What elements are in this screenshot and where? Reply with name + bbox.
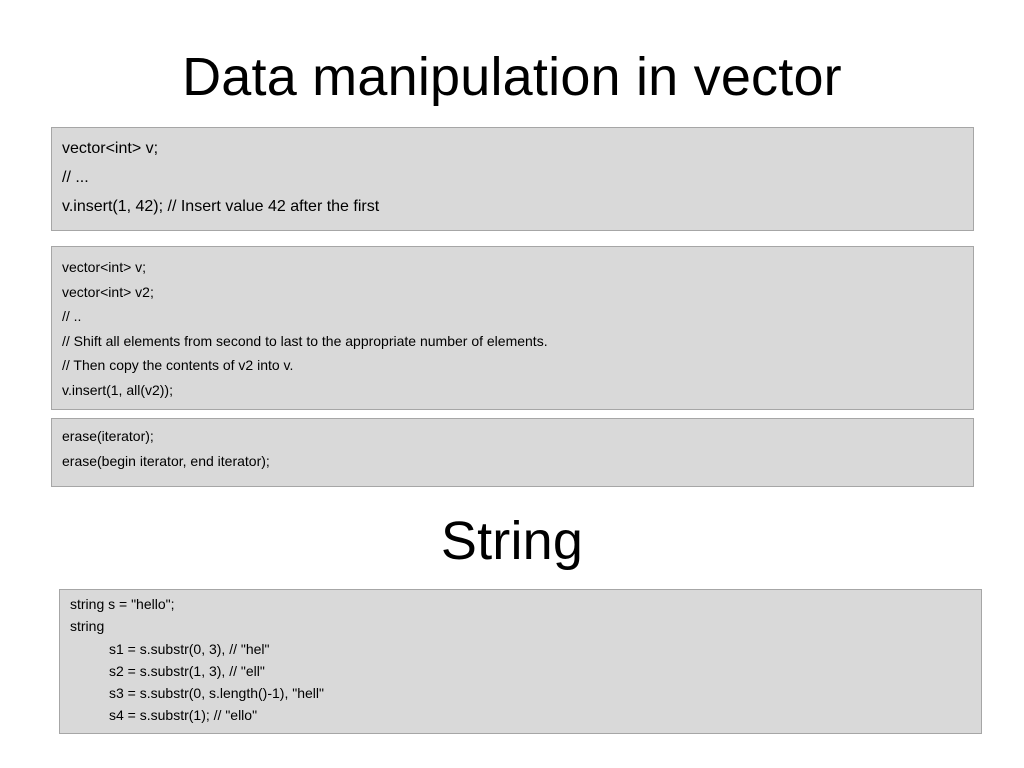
code-block-vector-insert-value: vector<int> v; // ... v.insert(1, 42); /… xyxy=(51,127,974,231)
code-line: vector<int> v; xyxy=(62,140,159,157)
code-line: erase(iterator); xyxy=(62,428,154,444)
code-line: erase(begin iterator, end iterator); xyxy=(62,453,270,469)
code-block-vector-insert-range: vector<int> v; vector<int> v2; // .. // … xyxy=(51,246,974,410)
slide-title: Data manipulation in vector xyxy=(182,47,842,107)
code-line: vector<int> v2; xyxy=(62,283,154,300)
code-line: v.insert(1, all(v2)); xyxy=(62,381,173,398)
code-block-vector-erase: erase(iterator); erase(begin iterator, e… xyxy=(51,418,974,487)
code-block-string-substr: string s = "hello"; string s1 = s.substr… xyxy=(59,589,982,734)
code-line: s4 = s.substr(1); // "ello" xyxy=(109,707,258,724)
section-title-string: String xyxy=(440,511,584,571)
code-line: string s = "hello"; xyxy=(70,596,175,612)
code-line: // ... xyxy=(62,169,89,186)
code-line: vector<int> v; xyxy=(62,259,147,275)
code-line: string xyxy=(70,618,105,635)
code-line: // .. xyxy=(62,308,82,324)
code-line: // Then copy the contents of v2 into v. xyxy=(62,357,294,373)
code-line: v.insert(1, 42); // Insert value 42 afte… xyxy=(62,198,380,215)
code-line: // Shift all elements from second to las… xyxy=(62,332,548,349)
code-line: s3 = s.substr(0, s.length()-1), "hell" xyxy=(109,685,324,702)
code-line: s1 = s.substr(0, 3), // "hel" xyxy=(109,640,270,657)
code-line: s2 = s.substr(1, 3), // "ell" xyxy=(109,662,265,679)
